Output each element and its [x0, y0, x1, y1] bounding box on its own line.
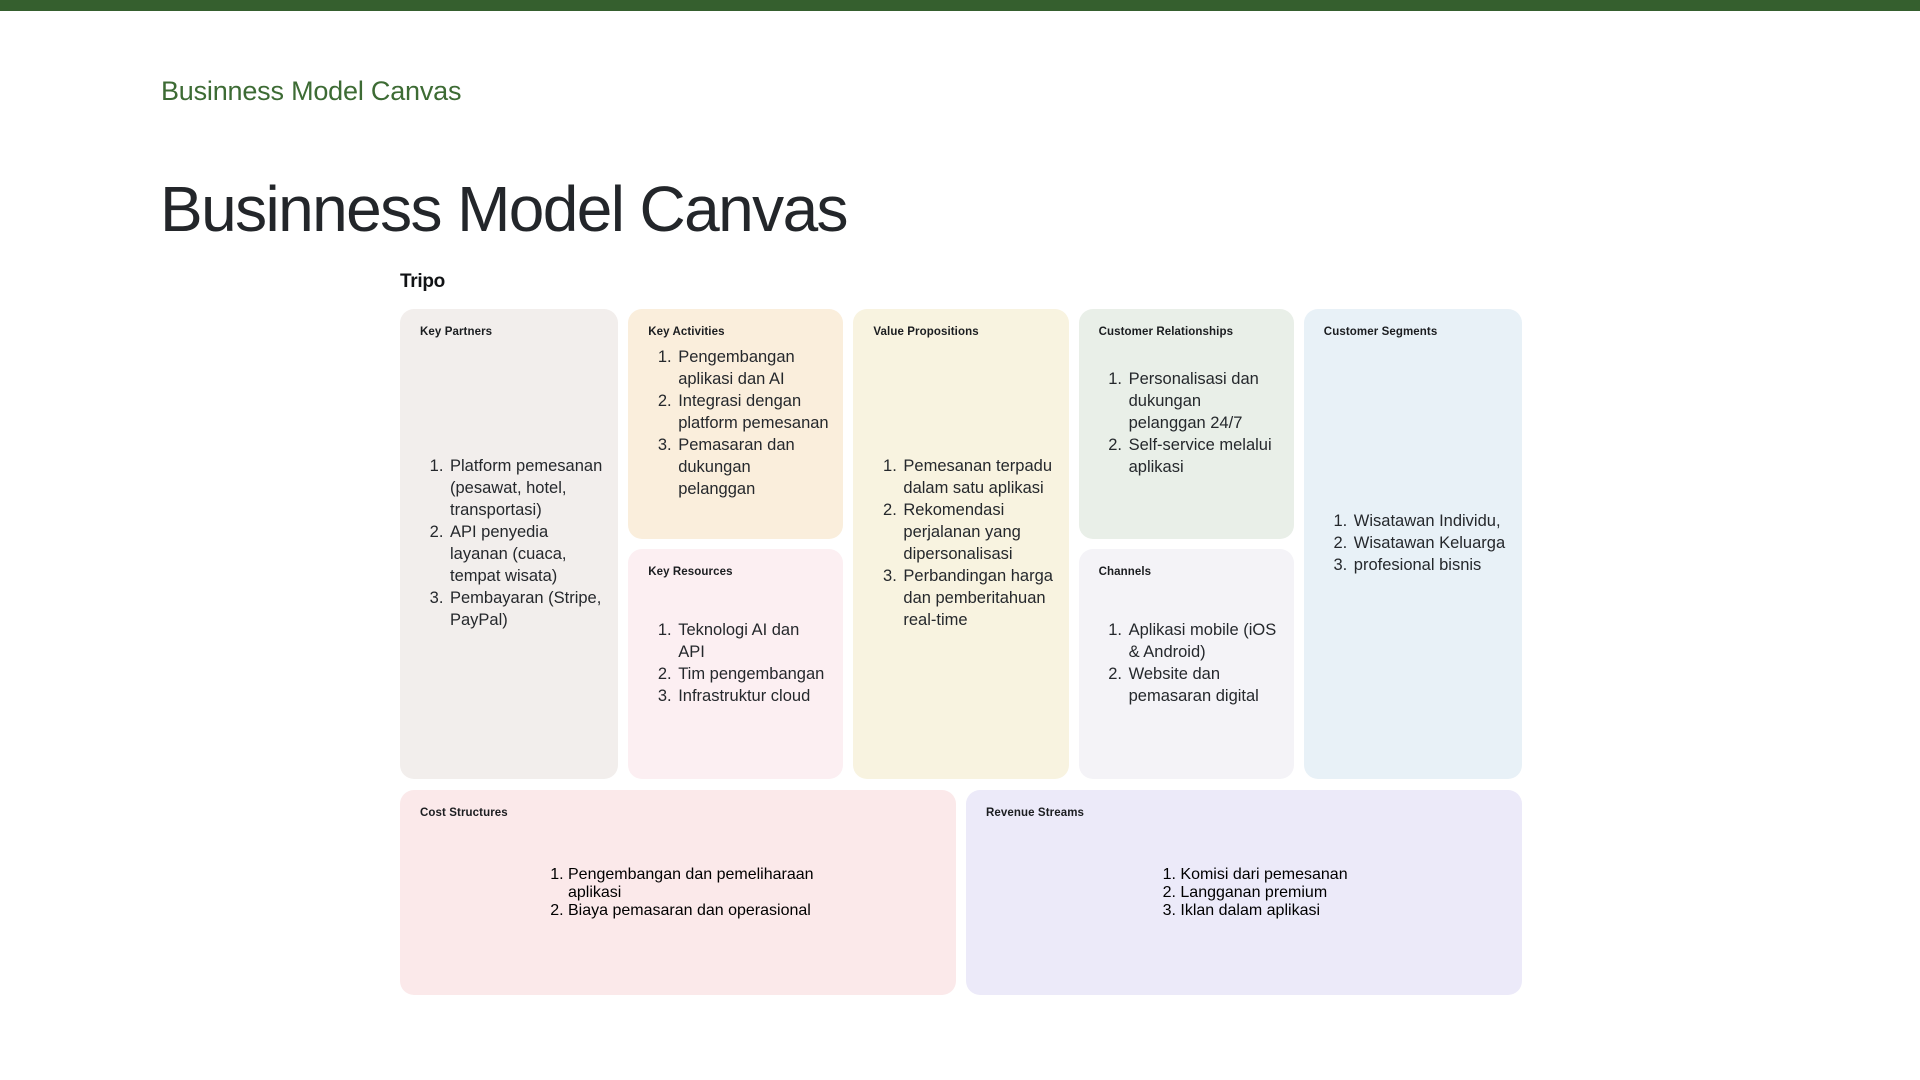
top-accent-bar — [0, 0, 1920, 11]
card-body-key-activities: Pengembangan aplikasi dan AI Integrasi d… — [648, 309, 829, 539]
list-item: Infrastruktur cloud — [676, 686, 829, 708]
list-item: Perbandingan harga dan pemberitahuan rea… — [901, 566, 1054, 632]
list-item: Teknologi AI dan API — [676, 620, 829, 664]
card-revenue-streams[interactable]: Revenue Streams Komisi dari pemesanan La… — [966, 790, 1522, 995]
list-item: Aplikasi mobile (iOS & Android) — [1127, 620, 1280, 664]
list-item: profesional bisnis — [1352, 555, 1508, 577]
page-title: Businness Model Canvas — [160, 172, 849, 245]
card-label-customer-relationships: Customer Relationships — [1098, 326, 1234, 338]
canvas-bottom-row: Cost Structures Pengembangan dan pemelih… — [400, 790, 1522, 995]
card-body-customer-segments: Wisatawan Individu, Wisatawan Keluarga p… — [1324, 309, 1508, 779]
card-label-revenue-streams: Revenue Streams — [986, 807, 1085, 819]
card-body-cost-structures: Pengembangan dan pemeliharaan aplikasi B… — [400, 790, 956, 995]
list-value-propositions: Pemesanan terpadu dalam satu aplikasi Re… — [873, 456, 1054, 632]
list-item: Pemasaran dan dukungan pelanggan — [676, 435, 829, 501]
business-model-canvas: Key Partners Platform pemesanan (pesawat… — [400, 309, 1522, 995]
list-item: Website dan pemasaran digital — [1127, 664, 1280, 708]
list-customer-relationships: Personalisasi dan dukungan pelanggan 24/… — [1099, 369, 1280, 479]
list-channels: Aplikasi mobile (iOS & Android) Website … — [1099, 620, 1280, 708]
column-relationships-channels: Customer Relationships Personalisasi dan… — [1078, 309, 1294, 779]
card-body-customer-relationships: Personalisasi dan dukungan pelanggan 24/… — [1099, 309, 1280, 539]
list-revenue-streams: Komisi dari pemesanan Langganan premium … — [1140, 866, 1347, 920]
card-key-partners[interactable]: Key Partners Platform pemesanan (pesawat… — [400, 309, 619, 779]
brand-name: Tripo — [400, 271, 445, 292]
list-item: Langganan premium — [1180, 884, 1347, 902]
card-label-value-propositions: Value Propositions — [873, 326, 979, 338]
canvas-top-row: Key Partners Platform pemesanan (pesawat… — [400, 309, 1522, 779]
list-item: Tim pengembangan — [676, 664, 829, 686]
card-channels[interactable]: Channels Aplikasi mobile (iOS & Android)… — [1078, 549, 1294, 779]
card-label-cost-structures: Cost Structures — [420, 807, 508, 819]
list-item: API penyedia layanan (cuaca, tempat wisa… — [448, 522, 604, 588]
card-body-value-propositions: Pemesanan terpadu dalam satu aplikasi Re… — [873, 309, 1054, 779]
card-label-key-partners: Key Partners — [420, 326, 493, 338]
list-item: Rekomendasi perjalanan yang dipersonalis… — [901, 500, 1054, 566]
list-item: Self-service melalui aplikasi — [1127, 435, 1280, 479]
card-label-customer-segments: Customer Segments — [1323, 326, 1438, 338]
list-item: Wisatawan Individu, — [1352, 511, 1508, 533]
list-item: Biaya pemasaran dan operasional — [568, 902, 828, 920]
list-item: Wisatawan Keluarga — [1352, 533, 1508, 555]
list-item: Iklan dalam aplikasi — [1180, 902, 1347, 920]
list-item: Pembayaran (Stripe, PayPal) — [448, 588, 604, 632]
card-label-channels: Channels — [1098, 566, 1152, 578]
page-eyebrow: Businness Model Canvas — [161, 76, 462, 106]
card-value-propositions[interactable]: Value Propositions Pemesanan terpadu dal… — [853, 309, 1069, 779]
list-item: Pemesanan terpadu dalam satu aplikasi — [901, 456, 1054, 500]
card-key-activities[interactable]: Key Activities Pengembangan aplikasi dan… — [628, 309, 844, 539]
column-key-activities-resources: Key Activities Pengembangan aplikasi dan… — [628, 309, 844, 779]
column-customer-segments: Customer Segments Wisatawan Individu, Wi… — [1303, 309, 1522, 779]
column-value-propositions: Value Propositions Pemesanan terpadu dal… — [853, 309, 1069, 779]
card-body-channels: Aplikasi mobile (iOS & Android) Website … — [1099, 549, 1280, 779]
list-item: Komisi dari pemesanan — [1180, 866, 1347, 884]
list-customer-segments: Wisatawan Individu, Wisatawan Keluarga p… — [1324, 511, 1508, 577]
list-key-activities: Pengembangan aplikasi dan AI Integrasi d… — [648, 347, 829, 501]
card-key-resources[interactable]: Key Resources Teknologi AI dan API Tim p… — [628, 549, 844, 779]
list-item: Platform pemesanan (pesawat, hotel, tran… — [448, 456, 604, 522]
card-customer-relationships[interactable]: Customer Relationships Personalisasi dan… — [1078, 309, 1294, 539]
card-body-key-partners: Platform pemesanan (pesawat, hotel, tran… — [420, 309, 604, 779]
list-cost-structures: Pengembangan dan pemeliharaan aplikasi B… — [528, 866, 828, 920]
card-body-key-resources: Teknologi AI dan API Tim pengembangan In… — [648, 549, 829, 779]
column-key-partners: Key Partners Platform pemesanan (pesawat… — [400, 309, 619, 779]
card-label-key-resources: Key Resources — [648, 566, 733, 578]
list-item: Integrasi dengan platform pemesanan — [676, 391, 829, 435]
list-item: Pengembangan dan pemeliharaan aplikasi — [568, 866, 828, 902]
list-key-partners: Platform pemesanan (pesawat, hotel, tran… — [420, 456, 604, 632]
list-item: Personalisasi dan dukungan pelanggan 24/… — [1127, 369, 1280, 435]
card-cost-structures[interactable]: Cost Structures Pengembangan dan pemelih… — [400, 790, 956, 995]
list-item: Pengembangan aplikasi dan AI — [676, 347, 829, 391]
document-page: Businness Model Canvas Businness Model C… — [0, 11, 1920, 1080]
card-customer-segments[interactable]: Customer Segments Wisatawan Individu, Wi… — [1303, 309, 1522, 779]
card-body-revenue-streams: Komisi dari pemesanan Langganan premium … — [966, 790, 1522, 995]
list-key-resources: Teknologi AI dan API Tim pengembangan In… — [648, 620, 829, 708]
card-label-key-activities: Key Activities — [648, 326, 725, 338]
